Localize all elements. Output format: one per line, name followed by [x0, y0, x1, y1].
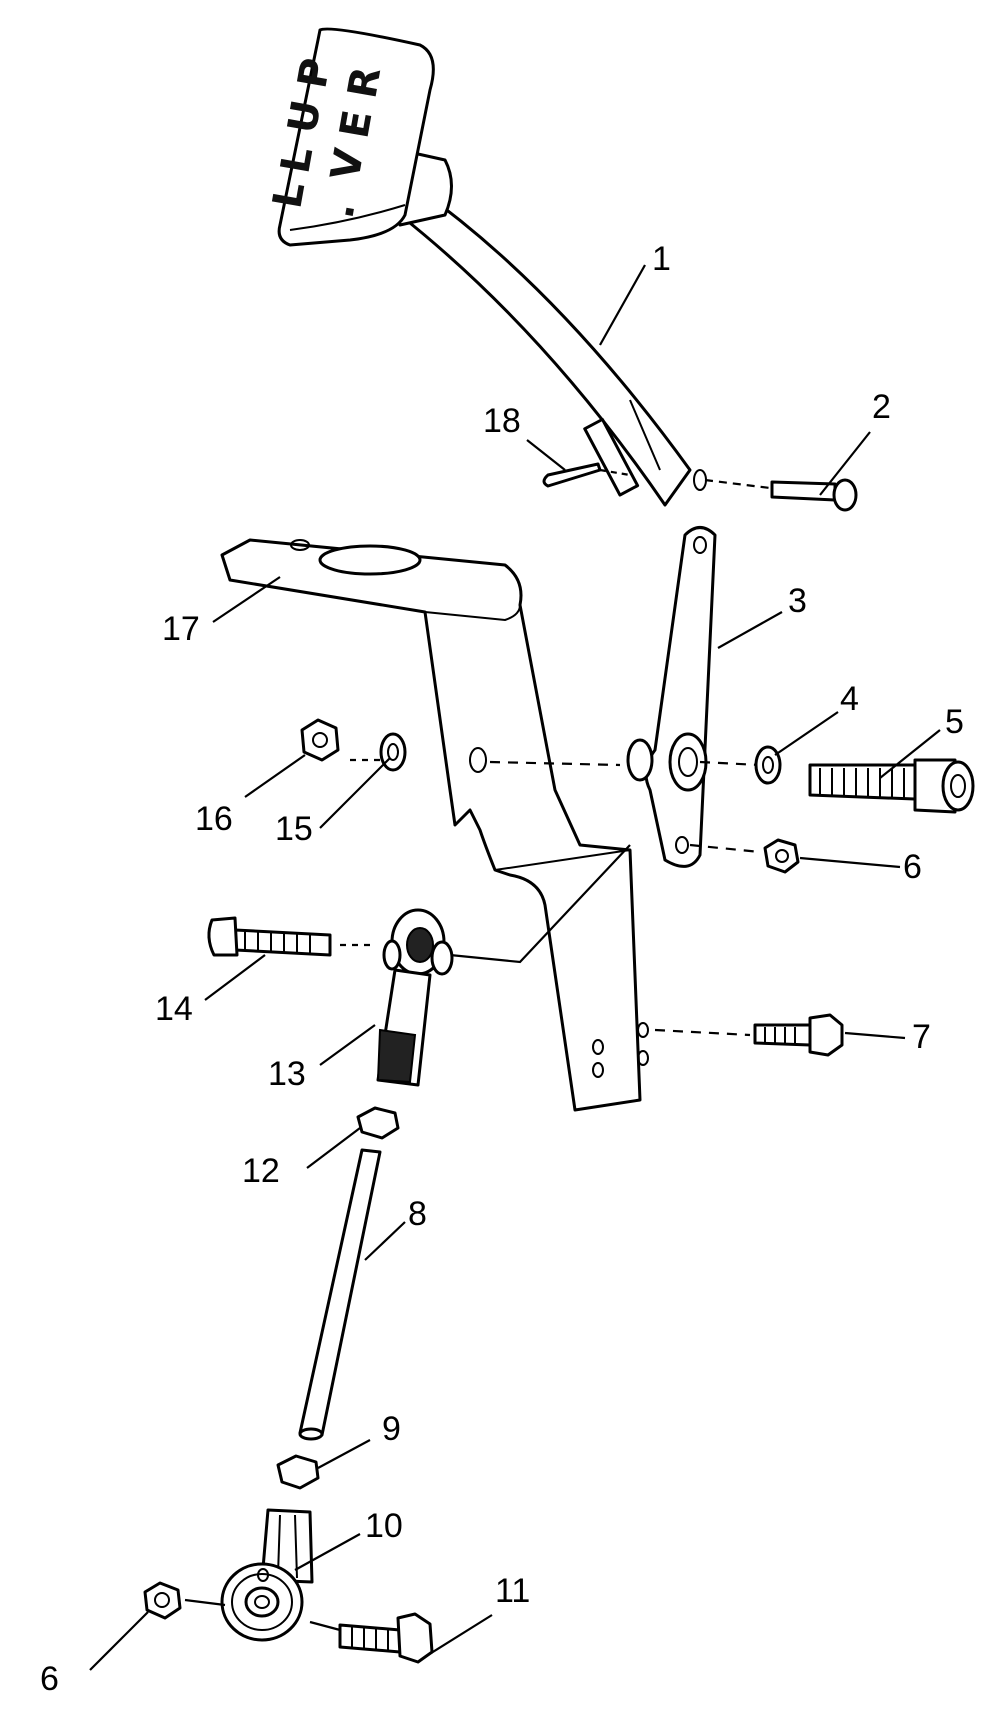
lower-rod-end	[220, 1508, 314, 1642]
callout-labels: 1 2 3 4 5 6 7 8 9 10 11 6 12 13 14 15 16…	[40, 240, 964, 1698]
callout-17: 17	[162, 610, 200, 648]
callout-6-upper: 6	[903, 848, 922, 886]
cotter-pin	[542, 462, 631, 488]
callout-15: 15	[275, 810, 313, 848]
callout-13: 13	[268, 1055, 306, 1093]
callout-8: 8	[408, 1195, 427, 1233]
callout-7: 7	[912, 1018, 931, 1056]
callout-5: 5	[945, 703, 964, 741]
upper-jam-nut	[356, 1106, 400, 1140]
lower-jam-nut	[276, 1454, 320, 1490]
bracket-bolt	[753, 1013, 844, 1057]
callout-12: 12	[242, 1152, 280, 1190]
hex-nut-lower	[143, 1581, 182, 1620]
clevis-pin	[704, 478, 858, 512]
shift-lever: P R U E L V L .	[265, 27, 707, 507]
callout-11: 11	[495, 1572, 530, 1610]
control-rod	[298, 1148, 382, 1441]
mounting-bracket	[220, 538, 649, 1112]
callout-1: 1	[652, 240, 671, 278]
callout-14: 14	[155, 990, 193, 1028]
callout-16: 16	[195, 800, 233, 838]
knob-letter-u: U	[280, 97, 331, 137]
callout-9: 9	[382, 1410, 401, 1448]
callout-2: 2	[872, 388, 891, 426]
upper-rod-end	[376, 908, 454, 1087]
cap-screw	[808, 758, 975, 814]
callout-10: 10	[365, 1507, 403, 1545]
lock-washer	[754, 745, 782, 785]
rod-end-bolt	[338, 1612, 434, 1664]
callout-3: 3	[788, 582, 807, 620]
leader-lines	[89, 264, 941, 1671]
hex-nut-left	[300, 718, 340, 762]
callout-6-lower: 6	[40, 1660, 59, 1698]
callout-4: 4	[840, 680, 859, 718]
hex-nut-upper	[763, 838, 800, 874]
rod-end-screw	[207, 916, 332, 957]
link-plate	[626, 526, 717, 868]
callout-18: 18	[483, 402, 521, 440]
